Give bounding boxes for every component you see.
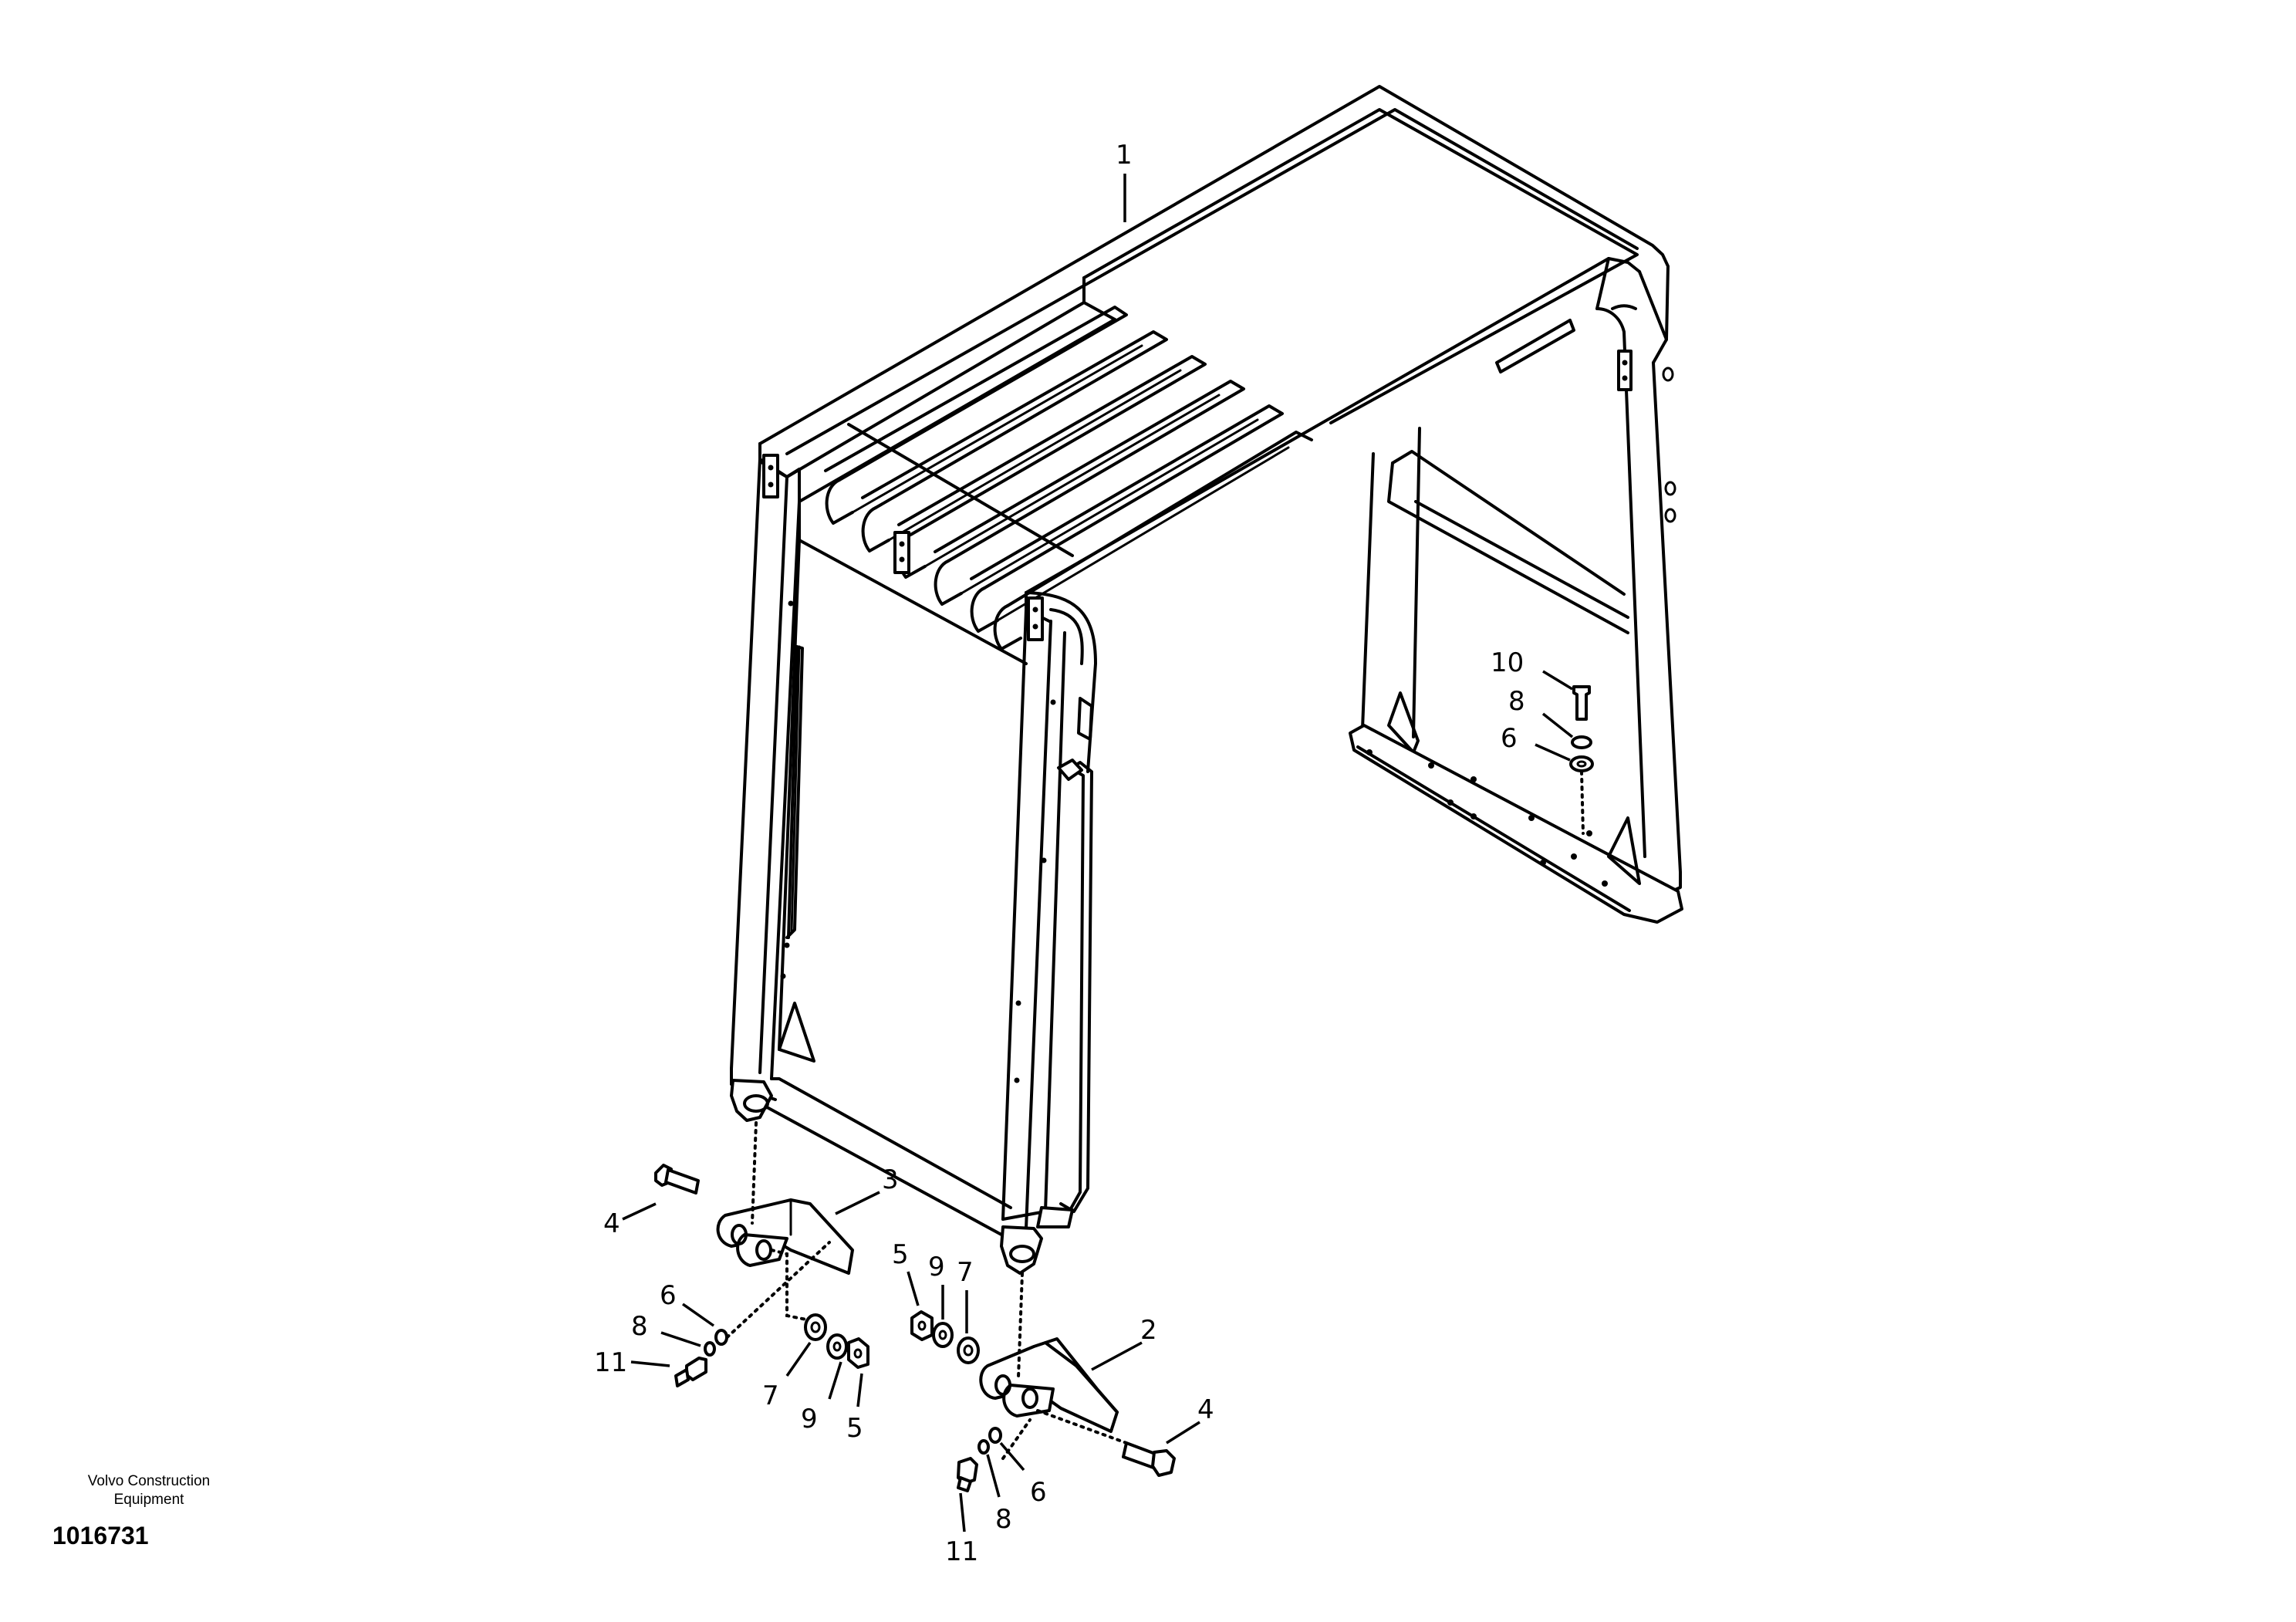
- callout-8-right: 8: [995, 1504, 1012, 1535]
- callout-9-lower: 9: [801, 1404, 818, 1434]
- callout-10: 10: [1491, 647, 1524, 678]
- callout-6-right: 6: [1030, 1477, 1047, 1508]
- callout-3: 3: [882, 1164, 899, 1195]
- callout-8-rear: 8: [1508, 686, 1525, 717]
- callout-9-upper: 9: [928, 1252, 945, 1282]
- hinge-bracket-left: [654, 1121, 869, 1387]
- callout-7-lower: 7: [762, 1380, 779, 1411]
- callout-8-left: 8: [631, 1311, 648, 1342]
- callout-11-left: 11: [594, 1347, 627, 1378]
- callout-5-upper: 5: [892, 1239, 909, 1270]
- callout-4-right: 4: [1197, 1394, 1214, 1425]
- callout-11-right: 11: [945, 1536, 978, 1567]
- callout-1: 1: [1116, 140, 1133, 171]
- drawing-caption: Volvo Construction Equipment 1016731: [45, 1472, 253, 1550]
- company-name-line1: Volvo Construction: [87, 1473, 211, 1489]
- guard-frame: [730, 85, 1683, 1275]
- company-name-line2: Equipment: [113, 1492, 184, 1508]
- drawing-number: 1016731: [52, 1522, 149, 1549]
- callout-7-upper: 7: [957, 1257, 974, 1288]
- callout-6-left: 6: [660, 1280, 677, 1311]
- hinge-bracket-right: [910, 1272, 1176, 1492]
- callout-labels: 1 2 3 4 4 5 5 9 9 7 7 6 6 6 8 8 8: [594, 140, 1574, 1567]
- rear-mount-hardware: [1569, 685, 1594, 835]
- callout-6-rear: 6: [1501, 723, 1518, 754]
- callout-2: 2: [1140, 1315, 1157, 1346]
- callout-5-lower: 5: [846, 1413, 863, 1444]
- louver-slats: [824, 306, 1313, 650]
- callout-4-left: 4: [603, 1208, 620, 1239]
